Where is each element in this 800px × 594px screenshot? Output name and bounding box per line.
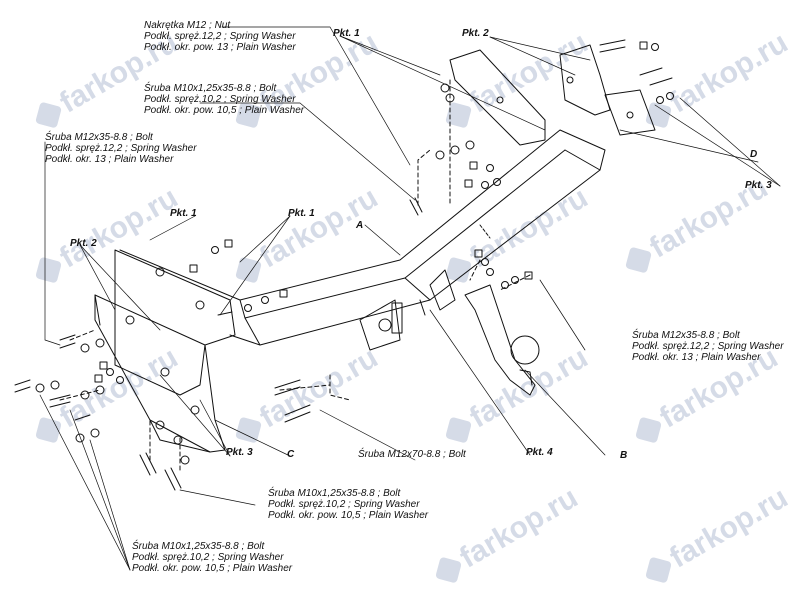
callout-bolt-m10-bottom: Śruba M10x1,25x35-8.8 ; Bolt Podkł. sprę… [132, 541, 292, 574]
callout-line: Śruba M10x1,25x35-8.8 ; Bolt [144, 83, 277, 94]
tow-ball-arm [429, 269, 540, 396]
part-letter-c: C [287, 449, 295, 460]
callout-bolt-m10-mid: Śruba M10x1,25x35-8.8 ; Bolt Podkł. sprę… [268, 488, 428, 521]
pkt-label: Pkt. 1 [288, 208, 315, 219]
callout-line: Śruba M12x35-8.8 ; Bolt [632, 330, 740, 341]
part-letter-b: B [620, 450, 628, 461]
callout-bolt-m12-left: Śruba M12x35-8.8 ; Bolt Podkł. spręż.12,… [45, 132, 197, 165]
callout-line: Nakrętka M12 ; Nut [144, 20, 231, 31]
part-letter-a: A [356, 220, 364, 231]
callout-bolt-m12-right: Śruba M12x35-8.8 ; Bolt Podkł. spręż.12,… [632, 330, 784, 363]
pkt-label: Pkt. 3 [226, 447, 253, 458]
callout-bolt-m10-top: Śruba M10x1,25x35-8.8 ; Bolt Podkł. sprę… [144, 83, 304, 116]
callout-line: Podkł. spręż.12,2 ; Spring Washer [45, 143, 197, 154]
leader-lines [39, 26, 781, 571]
callout-line: Podkł. spręż.12,2 ; Spring Washer [144, 31, 296, 42]
pkt-label: Pkt. 1 [170, 208, 197, 219]
main-crossbar [119, 129, 606, 346]
socket-plate [359, 299, 403, 351]
callout-line: Podkł. okr. pow. 10,5 ; Plain Washer [132, 563, 293, 574]
pkt-label: Pkt. 4 [526, 447, 553, 458]
callout-line: Podkł. spręż.12,2 ; Spring Washer [632, 341, 784, 352]
callout-line: Podkł. spręż.10,2 ; Spring Washer [132, 552, 284, 563]
pkt-label: Pkt. 2 [462, 28, 489, 39]
callout-line: Podkł. okr. pow. 13 ; Plain Washer [144, 42, 296, 53]
fasteners [14, 39, 674, 491]
right-side-bracket [449, 44, 656, 146]
callout-line: Śruba M10x1,25x35-8.8 ; Bolt [132, 541, 265, 552]
callout-line: Podkł. okr. pow. 10,5 ; Plain Washer [144, 105, 305, 116]
callout-line: Śruba M10x1,25x35-8.8 ; Bolt [268, 488, 401, 499]
callout-nut-m12: Nakrętka M12 ; Nut Podkł. spręż.12,2 ; S… [144, 20, 296, 53]
callout-line: Podkł. okr. 13 ; Plain Washer [45, 154, 174, 165]
callout-line: Podkł. spręż.10,2 ; Spring Washer [268, 499, 420, 510]
callout-line: Podkł. okr. pow. 10,5 ; Plain Washer [268, 510, 429, 521]
callout-line: Podkł. spręż.10,2 ; Spring Washer [144, 94, 296, 105]
assembly-lines [59, 79, 531, 471]
pkt-label: Pkt. 1 [333, 28, 360, 39]
callout-line: Podkł. okr. 13 ; Plain Washer [632, 352, 761, 363]
part-letter-d: D [750, 149, 758, 160]
callout-bolt-m12x70: Śruba M12x70-8.8 ; Bolt [358, 449, 466, 460]
callout-line: Śruba M12x35-8.8 ; Bolt [45, 132, 153, 143]
pkt-label: Pkt. 2 [70, 238, 97, 249]
left-side-bracket [94, 249, 236, 453]
pkt-label: Pkt. 3 [745, 180, 772, 191]
